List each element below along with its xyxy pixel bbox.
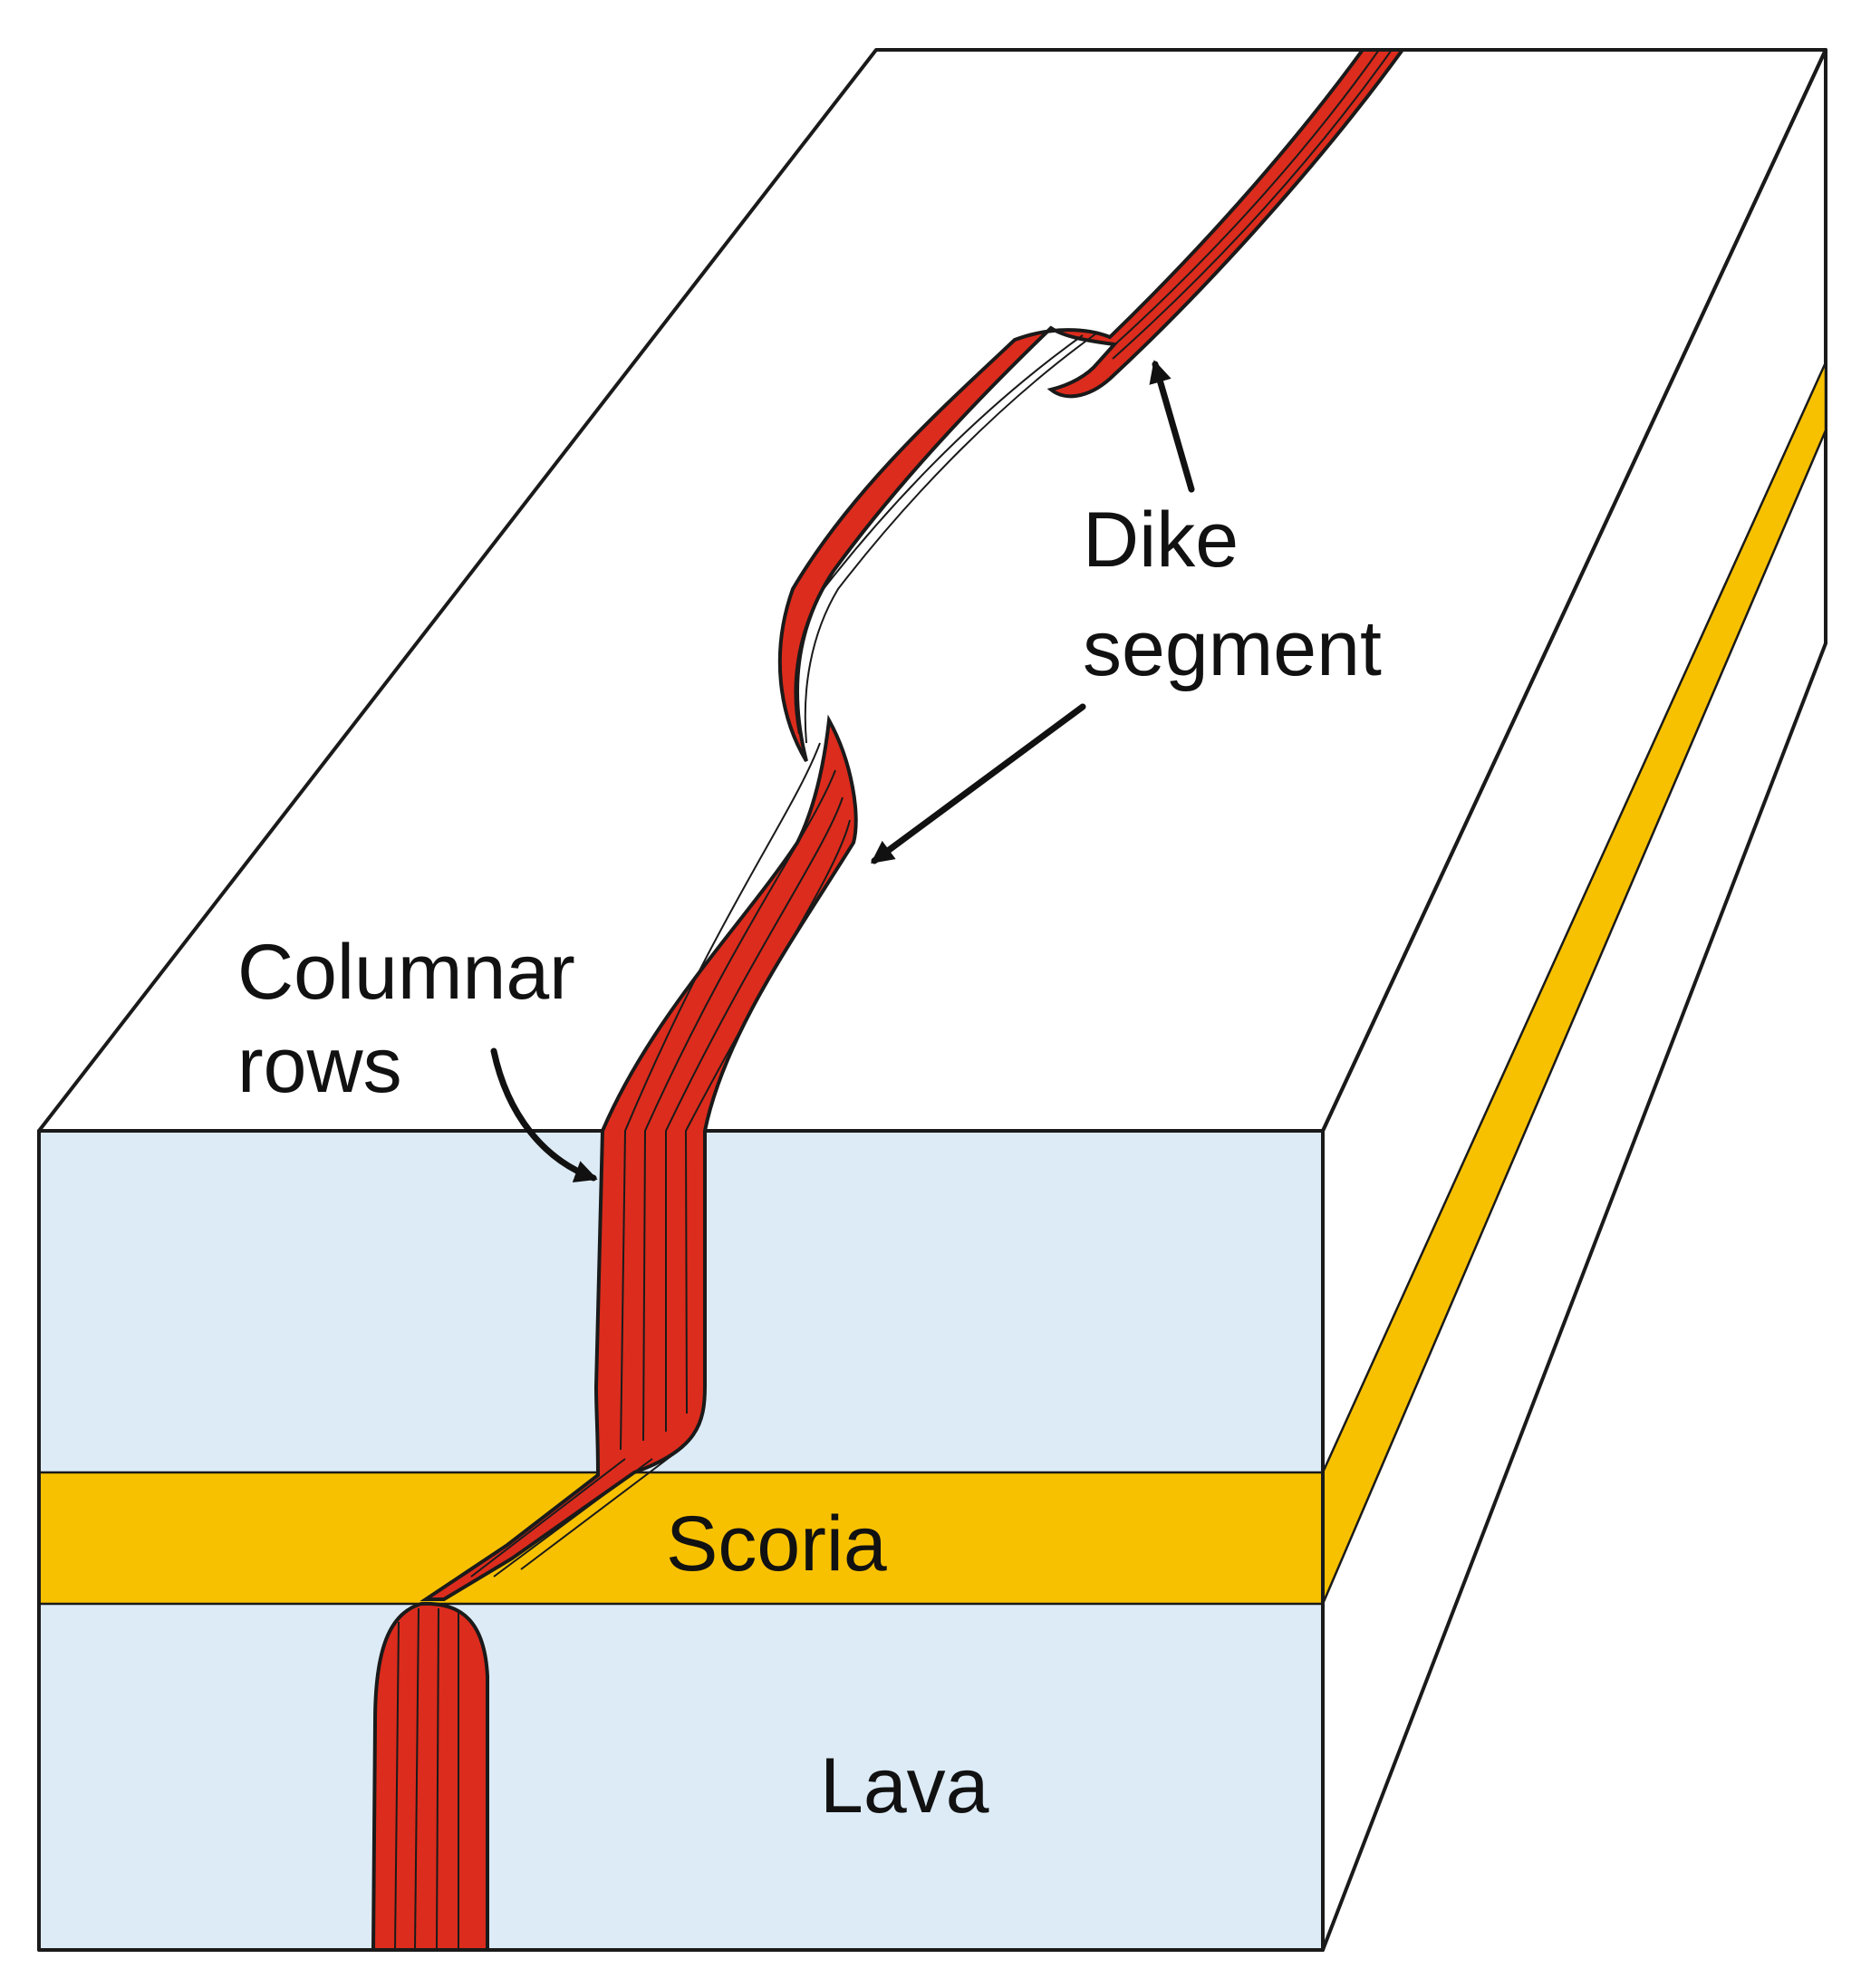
columnar-row-lines [394,49,1393,1951]
front-lava-lower [39,1604,1323,1950]
dike-segment-middle [419,714,858,1601]
dike [371,48,1406,1952]
scoria-label: Scoria [666,1501,887,1588]
lava-label: Lava [820,1742,989,1829]
dike-segment-lower [371,1601,489,1952]
side-scoria-band [1321,362,1827,1605]
columnar-arrow [490,1047,598,1182]
dike-label-line1: Dike [1083,497,1239,584]
columnar-label-line2: rows [237,1022,402,1109]
columnar-label-line1: Columnar [237,929,575,1016]
dike-arrow-upper [1149,360,1195,493]
dike-label-line2: segment [1083,605,1382,692]
front-scoria-band [39,1472,1323,1604]
dike-arrow-middle [870,703,1086,864]
